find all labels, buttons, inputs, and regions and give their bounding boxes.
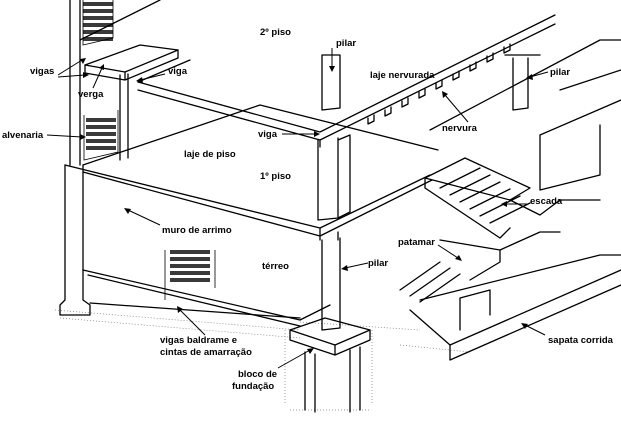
label-pilar-right: pilar	[550, 67, 570, 78]
label-verga: verga	[78, 89, 104, 100]
landing	[399, 231, 561, 303]
pillar-second-floor	[321, 54, 341, 111]
brick-wall-upper	[82, 0, 114, 46]
brick-wall-ground	[164, 250, 216, 300]
strip-footing	[409, 254, 621, 361]
label-viga-top: viga	[168, 66, 188, 77]
label-bloco-line2: fundação	[232, 381, 274, 392]
label-pilar-top: pilar	[336, 38, 356, 49]
verga-lintel	[84, 44, 179, 161]
foundation-block	[289, 317, 371, 413]
ribs	[367, 43, 511, 125]
label-segundo-piso: 2º piso	[260, 27, 291, 38]
brick-wall-lower	[83, 110, 119, 161]
label-vigas-baldrame-line2: cintas de amarração	[160, 347, 252, 358]
right-walls	[539, 69, 621, 191]
first-floor-slab	[64, 104, 439, 241]
labels: 2º piso pilar vigas verga viga laje nerv…	[2, 27, 614, 392]
label-nervura: nervura	[442, 123, 478, 134]
pillar-ground-floor	[321, 237, 341, 331]
label-vigas-baldrame-line1: vigas baldrame e	[160, 335, 237, 346]
label-viga-mid: viga	[258, 129, 278, 140]
label-laje-nervurada: laje nervurada	[370, 70, 435, 81]
label-muro-de-arrimo: muro de arrimo	[162, 225, 232, 236]
ground-hatching	[54, 309, 471, 411]
label-alvenaria: alvenaria	[2, 130, 44, 141]
pillar-right-upper	[504, 54, 541, 111]
label-sapata-corrida: sapata corrida	[548, 335, 614, 346]
label-laje-de-piso: laje de piso	[184, 149, 236, 160]
ground-floor-slab	[82, 269, 331, 327]
leader-lines	[46, 48, 549, 369]
label-bloco-line1: bloco de	[238, 369, 277, 380]
label-terreo: térreo	[262, 261, 289, 272]
pillar-first-floor	[317, 134, 351, 221]
label-pilar-bottom: pilar	[368, 258, 388, 269]
second-floor-slab	[79, 0, 621, 148]
label-escada: escada	[530, 196, 563, 207]
staircase	[424, 157, 601, 239]
label-primeiro-piso: 1º piso	[260, 171, 291, 182]
label-patamar: patamar	[398, 237, 435, 248]
label-vigas: vigas	[30, 66, 54, 77]
